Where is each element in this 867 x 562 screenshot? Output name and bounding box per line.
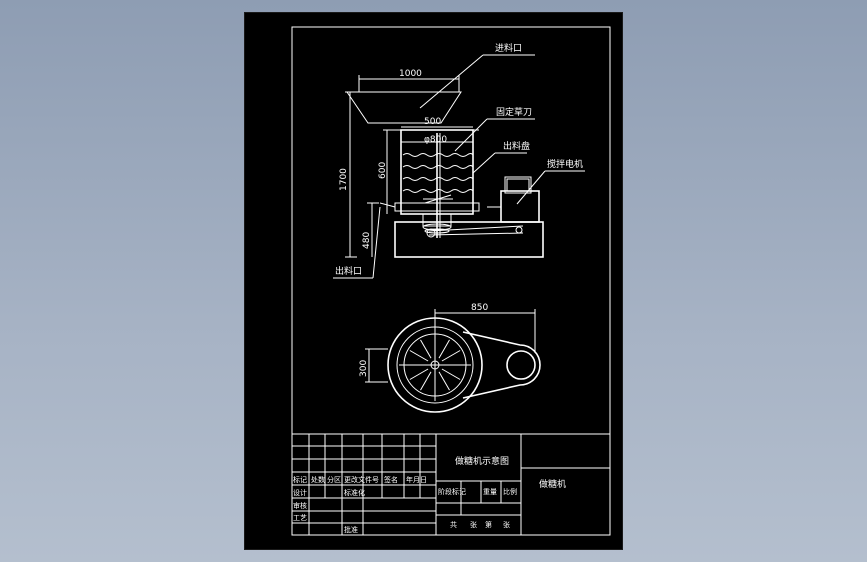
blade-spoke bbox=[409, 350, 429, 362]
tb-total: 共 bbox=[450, 520, 457, 529]
blade-spoke bbox=[409, 368, 429, 380]
dim-total-height: 1700 bbox=[339, 168, 349, 191]
tb-scale: 比例 bbox=[503, 487, 517, 496]
title-block: 做糖机示意图 做糖机 标记 设计 审核 工艺 处数 分区 更改文件号 签名 年月… bbox=[291, 433, 611, 536]
tank-plan-outer bbox=[387, 317, 483, 413]
tb-stage-mark: 阶段标记 bbox=[438, 487, 466, 496]
motor-arm bbox=[462, 331, 541, 399]
cad-drawing: 1000 500 φ800 bbox=[291, 26, 611, 536]
tb-zone: 分区 bbox=[327, 475, 341, 484]
label-outlet: 出料口 bbox=[335, 265, 362, 277]
tb-sheet-2: 张 bbox=[503, 520, 510, 529]
blade-spoke bbox=[438, 339, 450, 359]
blade-spoke bbox=[420, 371, 432, 391]
tb-signature: 签名 bbox=[384, 475, 398, 484]
label-fixed-blade: 固定草刀 bbox=[496, 106, 532, 118]
drawing-name: 做糖机示意图 bbox=[455, 455, 509, 467]
plan-view: 850 300 bbox=[359, 303, 541, 413]
label-outlet-tray: 出料盘 bbox=[503, 140, 530, 152]
tb-weight: 重量 bbox=[483, 488, 497, 496]
machine-name: 做糖机 bbox=[539, 478, 566, 490]
blade-spoke bbox=[438, 371, 450, 391]
tb-approve: 批准 bbox=[344, 525, 358, 534]
dim-center-distance: 850 bbox=[471, 303, 488, 313]
dim-arm-width: 300 bbox=[359, 360, 369, 377]
drawing-sheet: 1000 500 φ800 bbox=[244, 12, 623, 550]
tb-count: 处数 bbox=[311, 475, 325, 484]
stir-motor bbox=[500, 190, 540, 223]
blade-spoke bbox=[420, 339, 432, 359]
row-label-process: 工艺 bbox=[293, 514, 307, 522]
dim-tank-height: 600 bbox=[378, 162, 388, 179]
dim-top-width: 1000 bbox=[399, 69, 422, 79]
tb-change-doc: 更改文件号 bbox=[344, 475, 379, 484]
dim-base-height: 480 bbox=[362, 232, 372, 249]
elevation-view: 1000 500 φ800 bbox=[333, 42, 585, 279]
tb-date: 年月日 bbox=[406, 475, 427, 484]
dim-diameter: φ800 bbox=[424, 135, 447, 145]
row-label-review: 审核 bbox=[293, 501, 307, 510]
tb-sheet-1: 张 bbox=[470, 520, 477, 529]
row-label-mark: 标记 bbox=[293, 475, 307, 484]
blade-spoke bbox=[441, 350, 461, 362]
inlet-hopper bbox=[346, 91, 462, 124]
blade-spoke bbox=[441, 368, 461, 380]
dim-mid-width: 500 bbox=[424, 117, 441, 127]
tb-standardize: 标准化 bbox=[344, 488, 365, 497]
label-inlet: 进料口 bbox=[495, 42, 522, 54]
tb-number: 第 bbox=[485, 520, 492, 529]
label-stir-motor: 搅拌电机 bbox=[547, 158, 583, 170]
row-label-design: 设计 bbox=[293, 488, 307, 497]
